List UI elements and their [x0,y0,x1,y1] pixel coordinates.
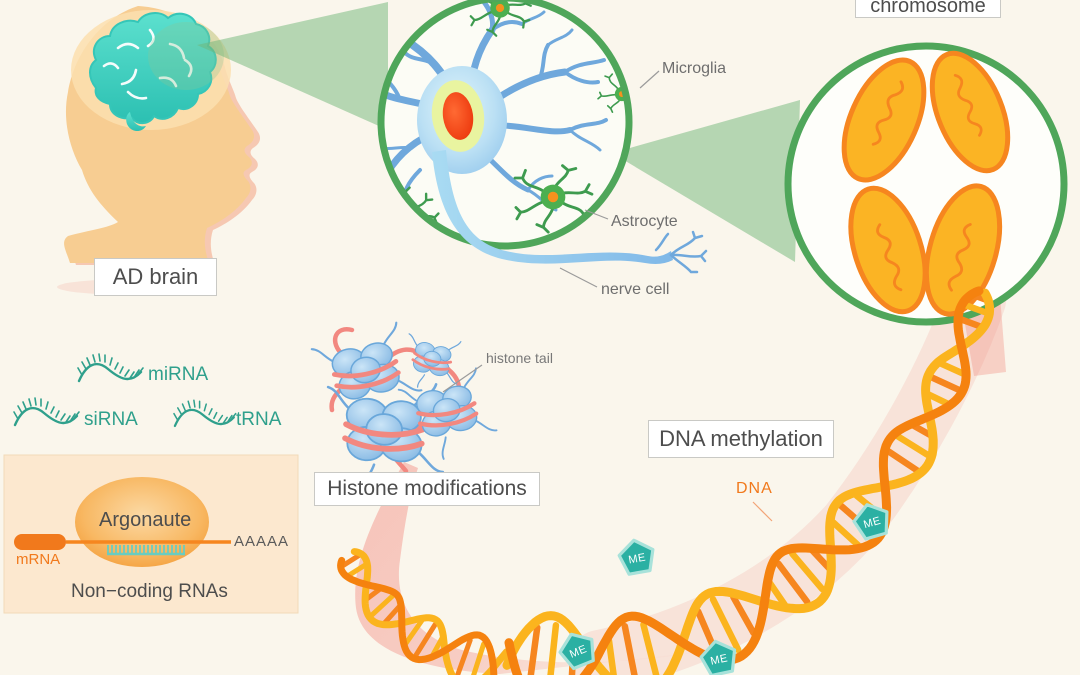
dna-double-helix [502,286,995,675]
dna-pointer [752,501,773,522]
nucleus-core [442,92,474,140]
axon-terminal [654,230,708,274]
nerve-cell-inset [377,0,708,274]
chromosome-label: chromosome [870,0,986,17]
nerve-cell-label: nerve cell [601,281,670,298]
dna-helix-small [337,548,510,675]
brain-icon [89,12,217,124]
poly-a-tail-label: AAAAA [234,533,290,550]
trna-icon [172,399,237,428]
astrocyte-label: Astrocyte [611,213,678,230]
non-coding-rnas-label: Non−coding RNAs [71,581,228,602]
dna-label: DNA [736,480,773,497]
mirna-basepair-comb [107,545,185,556]
zoom-cone-brain-to-cell [197,2,388,130]
ad-brain-label: AD brain [112,264,199,289]
methyl-label: ME [628,552,647,567]
sirna-label: siRNA [84,409,138,430]
histone-tail-label: histone tail [486,350,553,366]
histone-modifications-label-box: Histone modifications [314,472,540,506]
microglia-pointer [639,70,660,89]
x-chromosome-icon [841,50,1011,317]
chromosome-label-box: chromosome [855,0,1001,18]
trna-label: tRNA [236,409,282,430]
inset-circle-border [377,0,633,250]
nerve-cell-pointer [559,267,598,288]
zoom-cone-cell-to-chromosome [612,100,800,262]
sirna-icon [12,396,81,427]
non-coding-rna-panel [3,454,299,614]
argonaute-protein [75,477,209,567]
methylation-badges: ME ME ME ME [553,498,895,675]
brain-folds [102,28,193,100]
ad-brain-label-box: AD brain [94,258,217,296]
zoom-glow [148,22,224,90]
ad-brain-figure [57,6,261,295]
astrocyte-pointer [584,209,609,220]
argonaute-label: Argonaute [99,509,192,531]
histone-modifications-label: Histone modifications [327,477,527,500]
mrna-cap [14,534,66,550]
methyl-label: ME [862,515,882,531]
pointer-lines [442,70,773,522]
histone-tail-pointer [442,364,483,393]
chromosome-inset [784,42,1068,326]
mrna-label: mRNA [16,551,61,568]
mirna-icon [76,352,145,383]
dna-methylation-label: DNA methylation [659,426,823,451]
methyl-label: ME [709,652,729,667]
histone-complex [310,320,500,497]
microglia-label: Microglia [662,60,727,77]
mirna-label: miRNA [148,364,209,385]
dna-methylation-label-box: DNA methylation [648,420,834,458]
brain-stem [126,112,146,132]
